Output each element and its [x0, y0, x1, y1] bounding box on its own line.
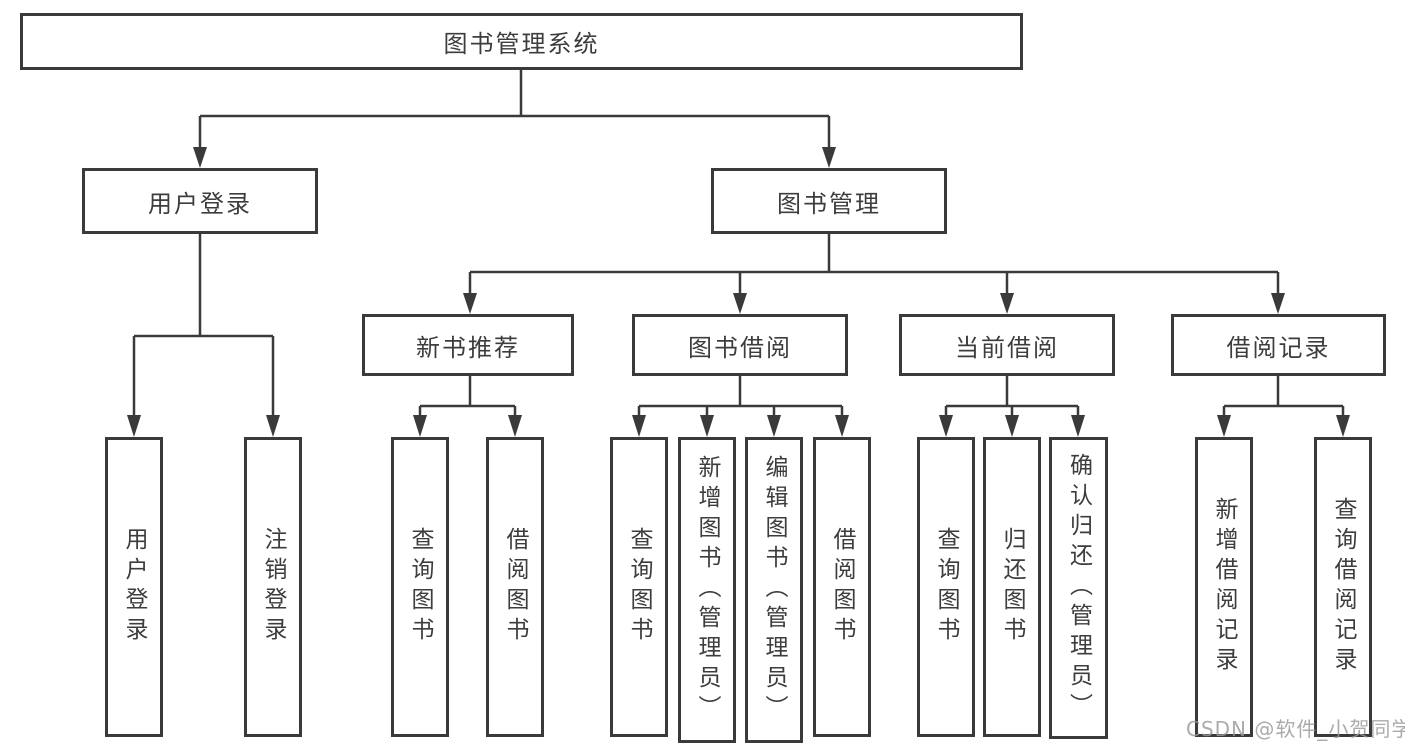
arrow-down-icon — [1071, 415, 1085, 437]
connector-segments — [132, 70, 1345, 419]
leaf-edit-book-admin: 编辑图书（管理员） — [745, 437, 803, 743]
arrow-down-icon — [632, 415, 646, 437]
arrow-down-icon — [822, 147, 836, 168]
csdn-watermark: CSDN @软件_小贺同学 — [1186, 717, 1405, 741]
arrow-down-icon — [463, 293, 477, 314]
arrow-down-icon — [939, 415, 953, 437]
leaf-confirm-return-admin: 确认归还（管理员） — [1049, 437, 1108, 739]
arrowhead-icons — [127, 147, 1350, 437]
arrow-down-icon — [413, 415, 427, 437]
arrow-down-icon — [733, 293, 747, 314]
arrow-down-icon — [767, 415, 781, 437]
leaf-query-books: 查询图书 — [391, 437, 449, 737]
leaf-query-borrow-record: 查询借阅记录 — [1314, 437, 1372, 737]
node-library-management-system: 图书管理系统 — [20, 13, 1023, 70]
leaf-borrow-books: 借阅图书 — [813, 437, 871, 737]
leaf-add-borrow-record: 新增借阅记录 — [1195, 437, 1253, 737]
arrow-down-icon — [835, 415, 849, 437]
arrow-down-icon — [266, 415, 280, 437]
arrow-down-icon — [508, 415, 522, 437]
arrow-down-icon — [127, 415, 141, 437]
arrow-down-icon — [1271, 293, 1285, 314]
arrow-down-icon — [700, 415, 714, 437]
node-current-borrowing: 当前借阅 — [899, 314, 1115, 376]
arrow-down-icon — [1000, 293, 1014, 314]
node-new-book-recommendation: 新书推荐 — [362, 314, 574, 376]
arrow-down-icon — [193, 147, 207, 168]
arrow-down-icon — [1336, 415, 1350, 437]
node-book-borrowing: 图书借阅 — [632, 314, 848, 376]
leaf-borrow-books: 借阅图书 — [486, 437, 544, 737]
node-user-login: 用户登录 — [82, 168, 318, 234]
leaf-return-books: 归还图书 — [983, 437, 1041, 737]
leaf-logout: 注销登录 — [244, 437, 302, 737]
node-book-management: 图书管理 — [711, 168, 947, 234]
arrow-down-icon — [1005, 415, 1019, 437]
leaf-query-books: 查询图书 — [610, 437, 668, 737]
leaf-user-login: 用户登录 — [105, 437, 163, 737]
leaf-query-books: 查询图书 — [917, 437, 975, 737]
node-borrowing-records: 借阅记录 — [1171, 314, 1386, 376]
leaf-add-book-admin: 新增图书（管理员） — [678, 437, 736, 743]
arrow-down-icon — [1217, 415, 1231, 437]
